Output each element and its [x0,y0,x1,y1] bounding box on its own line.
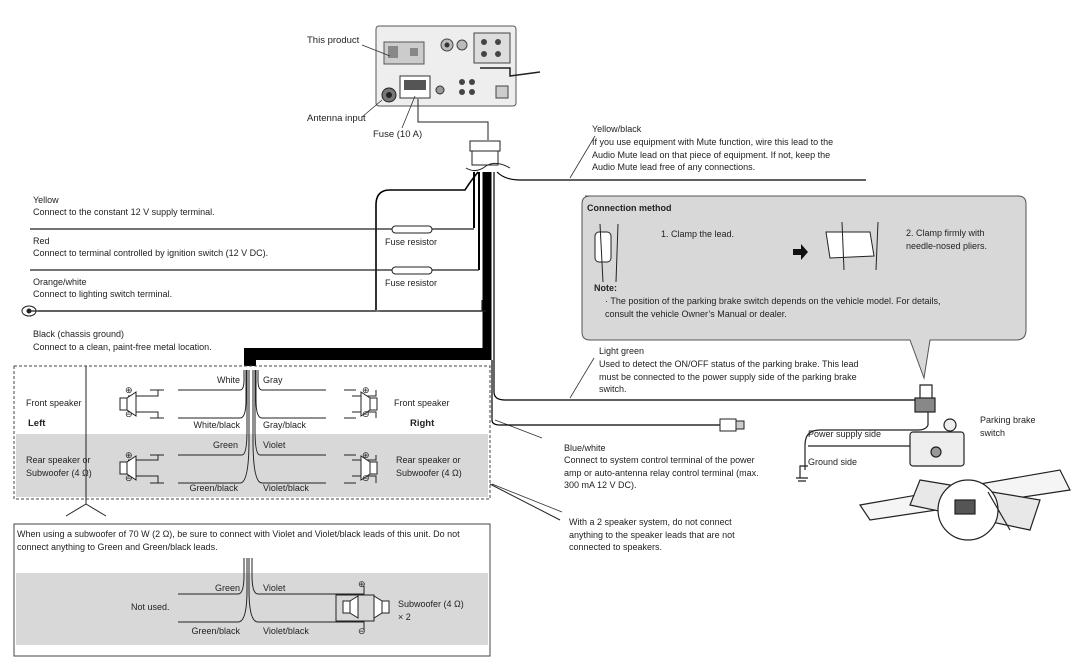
white-lead-label: White [216,375,240,385]
violet-black-lead-label: Violet/black [263,483,309,493]
light-green-desc: Used to detect the ON/OFF status of the … [599,359,859,394]
gray-lead-label: Gray [263,375,283,385]
fuse-resistor-1 [391,225,433,234]
front-speaker-right-label: Front speaker [394,398,450,408]
fuse-resistor-label-2: Fuse resistor [385,278,438,288]
product-label: This product [307,35,360,46]
connection-step-1: 1. Clamp the lead. [661,229,735,239]
plus-icon: ⊕ [125,450,133,460]
rear-speaker-left-label: Rear speaker or Subwoofer (4 Ω) [26,455,92,478]
plus-icon: ⊕ [358,579,366,589]
green-lead-label: Green [212,440,238,450]
parking-brake-switch-label: Parking brake switch [980,415,1036,438]
connection-method-title: Connection method [587,203,672,213]
right-label: Right [410,418,435,429]
rear-speaker-right-label: Rear speaker or Subwoofer (4 Ω) [396,455,462,478]
subwoofer-note: When using a subwoofer of 70 W (2 Ω), be… [17,529,460,552]
front-speaker-left-label: Front speaker [26,398,82,408]
minus-icon: ⊖ [362,473,370,483]
blue-white-title: Blue/white [564,443,606,453]
connection-method-box [581,195,1027,380]
connection-step-2: 2. Clamp firmly with needle-nosed pliers… [906,228,988,251]
minus-icon: ⊖ [362,409,370,419]
light-green-title: Light green [599,346,645,356]
harness-connector [465,140,511,172]
minus-icon: ⊖ [125,409,133,419]
orange-title: Orange/white [33,277,87,287]
blue-white-connector-icon [719,418,745,432]
power-supply-side-label: Power supply side [808,429,882,439]
yellow-black-title: Yellow/black [592,124,642,134]
yellow-desc: Connect to the constant 12 V supply term… [33,207,215,217]
ground-side-label: Ground side [808,457,858,467]
left-label: Left [28,418,46,429]
two-speaker-note: With a 2 speaker system, do not connect … [569,517,735,552]
blue-white-desc: Connect to system control terminal of th… [564,455,759,490]
orange-desc: Connect to lighting switch terminal. [33,289,173,299]
fuse-label: Fuse (10 A) [373,129,423,140]
subwoofer-label: Subwoofer (4 Ω) × 2 [398,599,464,622]
not-used-label: Not used. [131,602,170,612]
white-black-lead-label: White/black [193,420,240,430]
sub-green-black-label: Green/black [191,626,240,636]
gray-black-lead-label: Gray/black [263,420,307,430]
red-title: Red [33,236,50,246]
ground-lug-icon [21,305,37,317]
sub-violet-label: Violet [263,583,286,593]
black-desc: Connect to a clean, paint-free metal loc… [33,342,212,352]
plus-icon: ⊕ [362,385,370,395]
clamp-illustration-icon [594,221,879,283]
speaker-icon [119,391,378,481]
sub-violet-black-label: Violet/black [263,626,309,636]
green-black-lead-label: Green/black [189,483,238,493]
minus-icon: ⊖ [358,626,366,636]
yellow-title: Yellow [33,195,59,205]
fuse-resistor-2 [391,266,433,275]
red-desc: Connect to terminal controlled by igniti… [33,248,269,258]
note-text: · The position of the parking brake swit… [605,296,941,319]
minus-icon: ⊖ [125,473,133,483]
sub-green-label: Green [214,583,240,593]
note-title: Note: [594,283,617,293]
arrow-right-icon [793,244,808,260]
head-unit [375,25,541,107]
fuse-resistor-label-1: Fuse resistor [385,237,438,247]
violet-lead-label: Violet [263,440,286,450]
black-title: Black (chassis ground) [33,329,125,339]
plus-icon: ⊕ [125,385,133,395]
subwoofer-icon [342,595,390,619]
yellow-black-desc: If you use equipment with Mute function,… [592,137,834,172]
parking-brake-switch [796,384,1071,541]
antenna-input-label: Antenna input [307,113,366,124]
plus-icon: ⊕ [362,450,370,460]
